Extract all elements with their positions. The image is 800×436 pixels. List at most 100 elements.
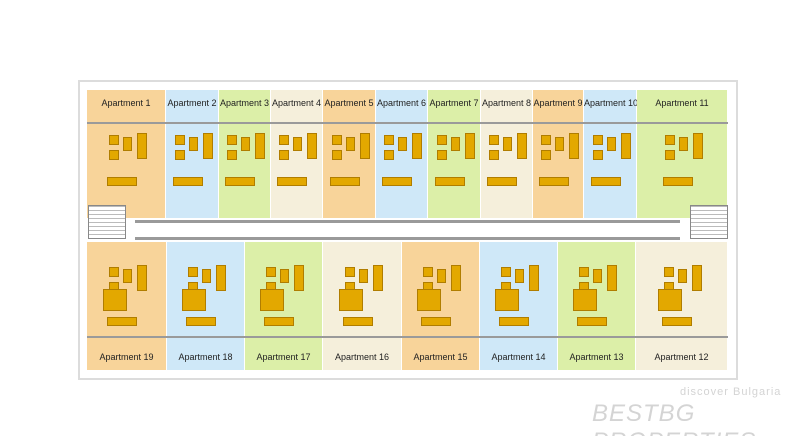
apartment-16[interactable]: Apartment 16: [323, 242, 402, 370]
sofa-icon: [517, 133, 527, 159]
apartment-11[interactable]: Apartment 11: [637, 90, 728, 218]
apartment-2[interactable]: Apartment 2: [166, 90, 219, 218]
table-icon: [122, 137, 132, 151]
apartment-label: Apartment 8: [481, 98, 532, 108]
kitchen-counter-icon: [499, 317, 529, 326]
apartment-12[interactable]: Apartment 12: [636, 242, 728, 370]
armchair-icon: [331, 135, 342, 145]
wall: [245, 336, 323, 338]
kitchen-counter-icon: [421, 317, 451, 326]
sofa-icon: [568, 133, 579, 159]
left-staircase: [88, 205, 126, 239]
table-icon: [345, 137, 355, 151]
apartment-label: Apartment 6: [376, 98, 427, 108]
apartment-3[interactable]: Apartment 3: [219, 90, 271, 218]
apartment-14[interactable]: Apartment 14: [480, 242, 558, 370]
kitchen-counter-icon: [662, 177, 693, 186]
apartment-8[interactable]: Apartment 8: [481, 90, 533, 218]
wall: [167, 336, 245, 338]
wall: [271, 122, 323, 124]
kitchen-counter-icon: [225, 177, 255, 186]
armchair-icon: [188, 267, 198, 277]
wall: [480, 336, 558, 338]
apartment-label: Apartment 4: [271, 98, 322, 108]
wall: [402, 336, 480, 338]
armchair-icon: [540, 150, 551, 160]
sofa-icon: [692, 265, 702, 291]
apartment-label: Apartment 3: [219, 98, 270, 108]
kitchen-counter-icon: [590, 177, 621, 186]
armchair-icon: [108, 135, 119, 145]
apartment-19[interactable]: Apartment 19: [87, 242, 167, 370]
bed-icon: [658, 289, 682, 311]
sofa-icon: [255, 133, 265, 159]
wall: [428, 122, 481, 124]
corridor: [135, 220, 680, 240]
table-icon: [188, 137, 198, 151]
armchair-icon: [279, 150, 289, 160]
bed-icon: [338, 289, 363, 311]
sofa-icon: [307, 133, 317, 159]
armchair-icon: [436, 150, 447, 160]
sofa-icon: [607, 265, 617, 291]
sofa-icon: [137, 265, 147, 291]
armchair-icon: [664, 267, 674, 277]
wall: [533, 122, 584, 124]
armchair-icon: [592, 135, 603, 145]
kitchen-counter-icon: [186, 317, 216, 326]
kitchen-counter-icon: [577, 317, 607, 326]
kitchen-counter-icon: [264, 317, 294, 326]
sofa-icon: [412, 133, 422, 159]
armchair-icon: [227, 150, 237, 160]
apartment-1[interactable]: Apartment 1: [87, 90, 166, 218]
table-icon: [241, 137, 250, 151]
bed-icon: [182, 289, 206, 311]
armchair-icon: [436, 135, 447, 145]
sofa-icon: [136, 133, 147, 159]
kitchen-counter-icon: [487, 177, 517, 186]
table-icon: [280, 269, 289, 283]
table-icon: [398, 137, 407, 151]
apartment-7[interactable]: Apartment 7: [428, 90, 481, 218]
armchair-icon: [489, 150, 499, 160]
sofa-icon: [620, 133, 631, 159]
apartment-15[interactable]: Apartment 15: [402, 242, 480, 370]
table-icon: [606, 137, 616, 151]
armchair-icon: [489, 135, 499, 145]
apartment-10[interactable]: Apartment 10: [584, 90, 638, 218]
wall: [636, 336, 728, 338]
kitchen-counter-icon: [106, 177, 137, 186]
armchair-icon: [266, 267, 276, 277]
bed-icon: [495, 289, 519, 311]
table-icon: [450, 137, 460, 151]
table-icon: [202, 269, 211, 283]
apartment-4[interactable]: Apartment 4: [271, 90, 323, 218]
kitchen-counter-icon: [329, 177, 360, 186]
apartment-13[interactable]: Apartment 13: [558, 242, 636, 370]
table-icon: [293, 137, 302, 151]
apartment-18[interactable]: Apartment 18: [167, 242, 245, 370]
sofa-icon: [359, 133, 370, 159]
apartment-label: Apartment 16: [334, 352, 390, 362]
kitchen-counter-icon: [107, 317, 137, 326]
apartment-5[interactable]: Apartment 5: [323, 90, 376, 218]
apartment-label: Apartment 17: [256, 352, 311, 362]
wall: [323, 122, 376, 124]
wall: [376, 122, 428, 124]
sofa-icon: [464, 133, 475, 159]
wall: [87, 122, 166, 124]
apartment-label: Apartment 11: [655, 98, 709, 108]
apartment-label: Apartment 18: [178, 352, 233, 362]
armchair-icon: [279, 135, 289, 145]
apartment-9[interactable]: Apartment 9: [533, 90, 584, 218]
armchair-icon: [331, 150, 342, 160]
bed-icon: [103, 289, 127, 311]
apartment-17[interactable]: Apartment 17: [245, 242, 323, 370]
table-icon: [678, 269, 687, 283]
sofa-icon: [202, 133, 213, 159]
armchair-icon: [540, 135, 551, 145]
apartment-6[interactable]: Apartment 6: [376, 90, 428, 218]
table-icon: [678, 137, 688, 151]
sofa-icon: [372, 265, 383, 291]
